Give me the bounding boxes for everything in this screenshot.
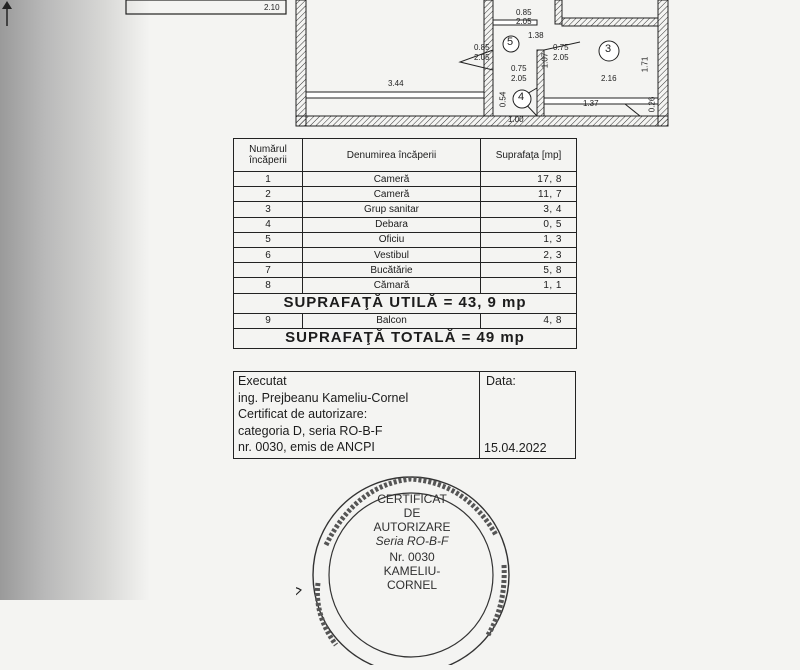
certification-box: Executat ing. Prejbeanu Kameliu-Cornel C… — [233, 371, 576, 459]
room-name: Bucătărie — [302, 262, 481, 279]
room-number: 1 — [233, 170, 303, 188]
stamp-line: AUTORIZARE — [373, 520, 451, 534]
room-area: 0, 5 — [480, 216, 577, 233]
room-number: 4 — [233, 216, 303, 233]
cert-line: nr. 0030, emis de ANCPI — [238, 440, 375, 454]
date-label: Data: — [486, 374, 516, 388]
room-name: Debara — [302, 216, 481, 233]
stamp-line: DE — [403, 506, 421, 520]
table-header-row: Numărul încăperii Denumirea încăperii Su… — [233, 138, 577, 172]
room-marker-4: 4 — [518, 91, 525, 103]
room-area: 1, 3 — [480, 231, 577, 248]
cert-line: ing. Prejbeanu Kameliu-Cornel — [238, 390, 409, 405]
dim-label: 0.85 — [474, 43, 490, 52]
room-area: 3, 4 — [480, 201, 577, 218]
stamp-line: Seria RO-B-F — [375, 534, 449, 548]
room-area: 4, 8 — [480, 312, 577, 329]
room-area: 1, 1 — [480, 277, 577, 294]
cert-line: Certificat de autorizare: — [238, 407, 368, 421]
room-name: Vestibul — [302, 246, 481, 264]
room-number: 2 — [233, 186, 303, 203]
dim-label: 0.75 — [511, 64, 527, 73]
dim-top-left: 2.10 — [264, 3, 280, 12]
room-number: 7 — [233, 262, 303, 279]
room-number: 9 — [233, 312, 303, 329]
room-area: 11, 7 — [480, 186, 577, 203]
room-number: 5 — [233, 231, 303, 248]
header-room-name: Denumirea încăperii — [302, 138, 481, 172]
total-area-row: SUPRAFAŢĂ TOTALĂ = 49 mp — [233, 327, 577, 349]
room-area-table: Numărul încăperii Denumirea încăperii Su… — [233, 138, 577, 349]
room-name: Grup sanitar — [302, 201, 481, 218]
dim-label: 1.37 — [583, 99, 599, 108]
stamp-line: Nr. 0030 — [389, 550, 435, 564]
dim-label: 3.44 — [388, 79, 404, 88]
stamp-line: CORNEL — [386, 578, 437, 592]
dim-label: 1.00 — [508, 115, 524, 124]
header-room-area: Suprafaţa [mp] — [480, 138, 577, 172]
floor-plan-walls — [125, 0, 669, 127]
cert-line: Executat — [238, 374, 287, 388]
dim-label: 2.05 — [516, 17, 532, 26]
scan-shadow — [0, 0, 150, 600]
dim-label: 2.16 — [601, 74, 617, 83]
useful-area-total: SUPRAFAŢĂ UTILĂ = 43, 9 mp — [233, 292, 577, 314]
stamp-line: CERTIFICAT — [377, 492, 447, 506]
room-name: Cămară — [302, 277, 481, 294]
room-number: 8 — [233, 277, 303, 294]
dim-label: 0.75 — [553, 43, 569, 52]
authorization-stamp: CERTIFICAT DE AUTORIZARE Seria RO-B-F Nr… — [275, 465, 526, 670]
dim-label: 2.05 — [511, 74, 527, 83]
room-area: 17, 8 — [480, 170, 577, 188]
stamp-line: KAMELIU- — [383, 564, 441, 578]
dim-label: 2.05 — [474, 53, 490, 62]
room-name: Balcon — [302, 312, 481, 329]
header-room-number: Numărul încăperii — [233, 138, 303, 172]
room-number: 3 — [233, 201, 303, 218]
dim-label: 0.85 — [516, 8, 532, 17]
room-name: Cameră — [302, 186, 481, 203]
cert-line: categoria D, seria RO-B-F — [238, 423, 383, 438]
date-value: 15.04.2022 — [484, 441, 547, 455]
certification-details: Executat ing. Prejbeanu Kameliu-Cornel C… — [234, 372, 480, 458]
dim-label: 1.38 — [528, 31, 544, 40]
total-area: SUPRAFAŢĂ TOTALĂ = 49 mp — [233, 327, 577, 349]
entrance-arrow-icon — [2, 1, 12, 26]
floor-plan: 2.10 0.85 2.05 0.85 2.05 1.38 0.75 2.05 … — [0, 0, 800, 135]
dim-label: 2.05 — [553, 53, 569, 62]
room-marker-5: 5 — [507, 36, 514, 48]
room-name: Oficiu — [302, 231, 481, 248]
room-marker-3: 3 — [605, 43, 612, 55]
room-markers — [502, 35, 620, 109]
room-area: 5, 8 — [480, 262, 577, 279]
room-area: 2, 3 — [480, 246, 577, 264]
useful-area-total-row: SUPRAFAŢĂ UTILĂ = 43, 9 mp — [233, 292, 577, 314]
room-name: Cameră — [302, 170, 481, 188]
room-number: 6 — [233, 246, 303, 264]
